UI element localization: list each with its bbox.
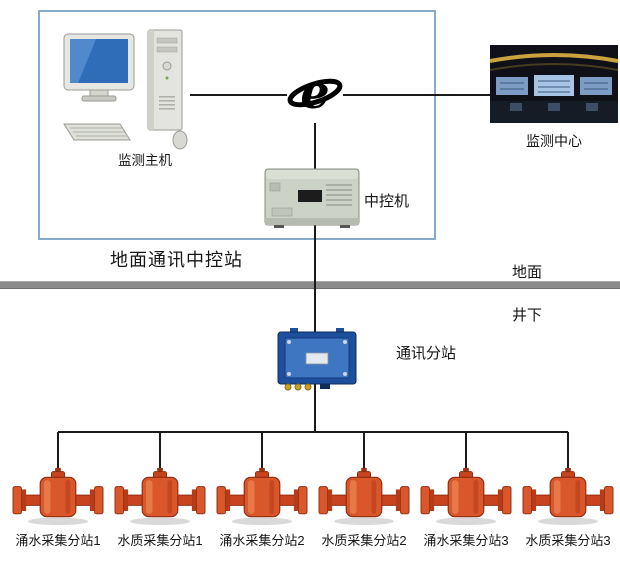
device-label: 涌水采集分站3 xyxy=(423,533,509,548)
surface-station-label: 地面通讯中控站 xyxy=(110,250,243,270)
monitoring-center-label: 监测中心 xyxy=(526,133,582,149)
device-water-inflow-2: 涌水采集分站2 xyxy=(212,466,312,549)
device-water-inflow-1: 涌水采集分站1 xyxy=(8,466,108,549)
flow-meter-icon xyxy=(314,466,414,526)
control-room-photo xyxy=(490,45,618,128)
svg-text:e: e xyxy=(300,66,329,119)
flow-meter-icon xyxy=(212,466,312,526)
device-label: 涌水采集分站1 xyxy=(15,533,101,548)
flow-meter-icon xyxy=(8,466,108,526)
device-label: 水质采集分站3 xyxy=(525,533,611,548)
junction-box-icon xyxy=(276,326,358,397)
device-label: 水质采集分站2 xyxy=(321,533,407,548)
underground-label: 井下 xyxy=(512,307,543,324)
host-label: 监测主机 xyxy=(118,153,172,168)
device-water-quality-2: 水质采集分站2 xyxy=(314,466,414,549)
comm-substation-label: 通讯分站 xyxy=(396,345,457,362)
desktop-computer-icon xyxy=(60,28,192,155)
internet-e-icon: e xyxy=(286,65,344,124)
flow-meter-icon xyxy=(110,466,210,526)
device-water-inflow-3: 涌水采集分站3 xyxy=(416,466,516,549)
device-water-quality-1: 水质采集分站1 xyxy=(110,466,210,549)
device-water-quality-3: 水质采集分站3 xyxy=(518,466,618,549)
surface-label: 地面 xyxy=(512,264,543,281)
surface-station-boundary-box xyxy=(38,10,436,240)
flow-meter-icon xyxy=(518,466,618,526)
flow-meter-icon xyxy=(416,466,516,526)
device-label: 水质采集分站1 xyxy=(117,533,203,548)
surface-underground-divider xyxy=(0,281,620,289)
industrial-pc-icon xyxy=(264,166,360,233)
device-label: 涌水采集分站2 xyxy=(219,533,305,548)
control-machine-label: 中控机 xyxy=(364,193,410,210)
